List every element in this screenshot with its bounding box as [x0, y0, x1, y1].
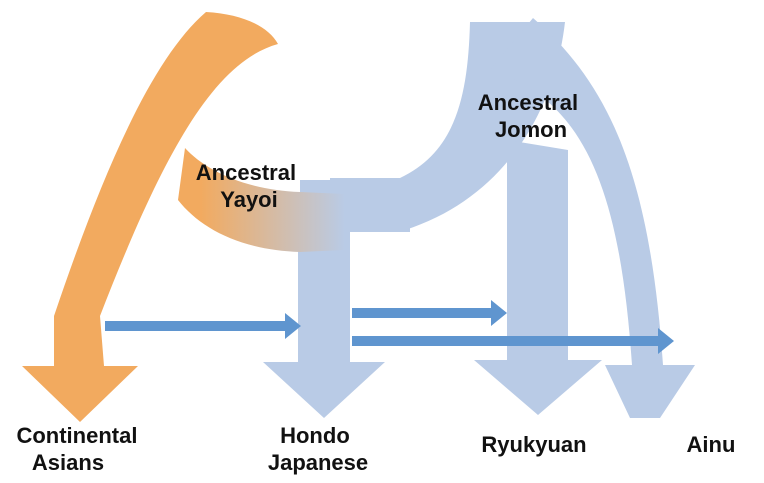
hondo-japanese-label: Hondo Japanese — [268, 423, 368, 475]
flow-arrow-hondo-to-ryukyuan — [352, 300, 507, 326]
flow-arrow-continental-to-hondo — [105, 313, 301, 339]
ryukyuan-stem — [474, 140, 602, 415]
ainu-stem — [490, 18, 695, 418]
ryukyuan-label: Ryukyuan — [481, 432, 586, 457]
hondo-stem — [263, 195, 385, 418]
ancestral-yayoi-label: Ancestral Yayoi — [196, 160, 302, 212]
yayoi-lineage — [22, 12, 345, 422]
gene-flow-arrows — [105, 300, 674, 354]
continental-asians-arrow — [22, 12, 278, 422]
ainu-label: Ainu — [687, 432, 736, 457]
ancestral-jomon-label: Ancestral Jomon — [478, 90, 584, 142]
yayoi-admixture-band — [178, 148, 345, 252]
continental-asians-label: Continental Asians — [16, 423, 143, 475]
flow-arrow-hondo-to-ainu — [352, 328, 674, 354]
